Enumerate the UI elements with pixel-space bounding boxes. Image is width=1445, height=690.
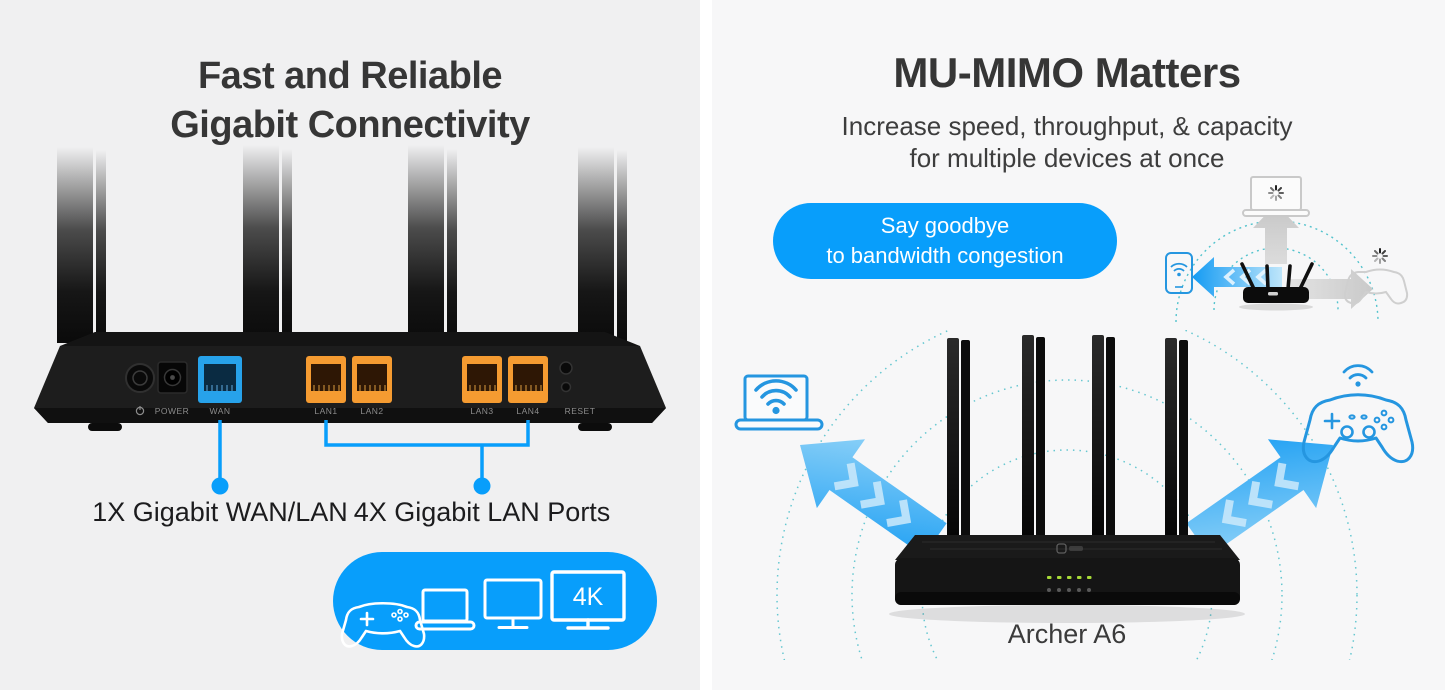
lan2-port	[352, 356, 392, 403]
game-controller-wifi-icon	[1301, 364, 1415, 464]
led-icons	[1047, 588, 1091, 592]
mini-right-arrow	[1290, 269, 1373, 309]
router-antenna	[578, 147, 614, 343]
router-antenna	[57, 147, 93, 343]
lan1-port-label: LAN1	[314, 406, 337, 416]
reset-label: RESET	[565, 406, 596, 416]
router-antenna	[617, 150, 627, 343]
archer-body	[889, 535, 1245, 623]
wifi-icon	[754, 379, 798, 406]
pill-line2: to bandwidth congestion	[826, 243, 1064, 268]
monitor-icon	[483, 578, 543, 629]
laptop-icon	[414, 588, 476, 631]
lan-callout-label: 4X Gigabit LAN Ports	[353, 497, 611, 527]
wan-callout-label: 1X Gigabit WAN/LAN	[92, 497, 348, 527]
router-antenna	[282, 149, 292, 343]
lan2-port-label: LAN2	[360, 406, 383, 416]
router-antenna	[96, 150, 106, 343]
power-jack-pin	[170, 375, 175, 380]
power-port-label: POWER	[155, 406, 190, 416]
loading-laptop-icon	[1242, 176, 1310, 217]
reset-button	[560, 381, 572, 393]
tv-4k-icon: 4K	[550, 570, 626, 630]
power-button-glyph	[132, 370, 148, 386]
lan3-port	[462, 356, 502, 403]
router-icon	[1239, 262, 1314, 311]
right-stream-arrow	[1186, 439, 1333, 557]
devices-pill: 4K	[333, 552, 657, 650]
router-bottom-bevel	[34, 408, 666, 423]
wan-callout-dot	[211, 477, 229, 495]
product-name: Archer A6	[1007, 619, 1127, 649]
game-controller-icon	[340, 601, 426, 648]
tp-link-logo	[1056, 543, 1083, 554]
right-panel-title: MU-MIMO Matters	[893, 49, 1241, 96]
wan-port	[198, 356, 242, 403]
phone-wifi-icon	[1165, 252, 1193, 294]
left-panel-title: Fast and Reliable Gigabit Connectivity	[0, 52, 700, 150]
lan1-port	[306, 356, 346, 403]
wan-port-label: WAN	[209, 406, 230, 416]
left-title-line2: Gigabit Connectivity	[170, 104, 530, 146]
subtitle-line2: for multiple devices at once	[909, 143, 1225, 173]
power-icon	[135, 406, 145, 416]
lan-callout-dot	[473, 477, 491, 495]
mu-mimo-mini-diagram	[1165, 176, 1409, 323]
subtitle-line1: Increase speed, throughput, & capacity	[841, 111, 1293, 141]
router-foot	[88, 423, 122, 431]
router-antenna	[447, 149, 457, 343]
lan4-port	[508, 356, 548, 403]
mini-up-arrow	[1253, 204, 1299, 264]
wps-button	[559, 361, 573, 375]
say-goodbye-pill: Say goodbye to bandwidth congestion	[773, 203, 1117, 279]
router-antenna	[408, 145, 444, 343]
lan4-port-label: LAN4	[516, 406, 539, 416]
left-stream-arrow	[800, 439, 947, 557]
router-foot	[578, 423, 612, 431]
pill-line1: Say goodbye	[880, 213, 1010, 238]
lan-callout-bracket	[324, 420, 530, 447]
tv-4k-label: 4K	[573, 583, 604, 611]
right-panel-subtitle: Increase speed, throughput, & capacity f…	[712, 110, 1422, 174]
archer-antennas	[947, 335, 1188, 542]
power-button	[125, 363, 155, 393]
laptop-wifi-icon	[734, 374, 824, 431]
router-top-surface	[60, 332, 640, 346]
router-antenna	[243, 145, 279, 343]
devices-pill-icons: 4K	[340, 570, 626, 648]
lan3-port-label: LAN3	[470, 406, 493, 416]
router-product-illustration	[734, 330, 1415, 660]
loading-game-controller-icon	[1343, 248, 1409, 305]
left-title-line1: Fast and Reliable	[197, 55, 503, 97]
router-back-panel-illustration: POWER WAN LAN1 LAN2 LAN3 LAN4 RESET	[34, 332, 666, 495]
status-leds	[1047, 576, 1092, 579]
